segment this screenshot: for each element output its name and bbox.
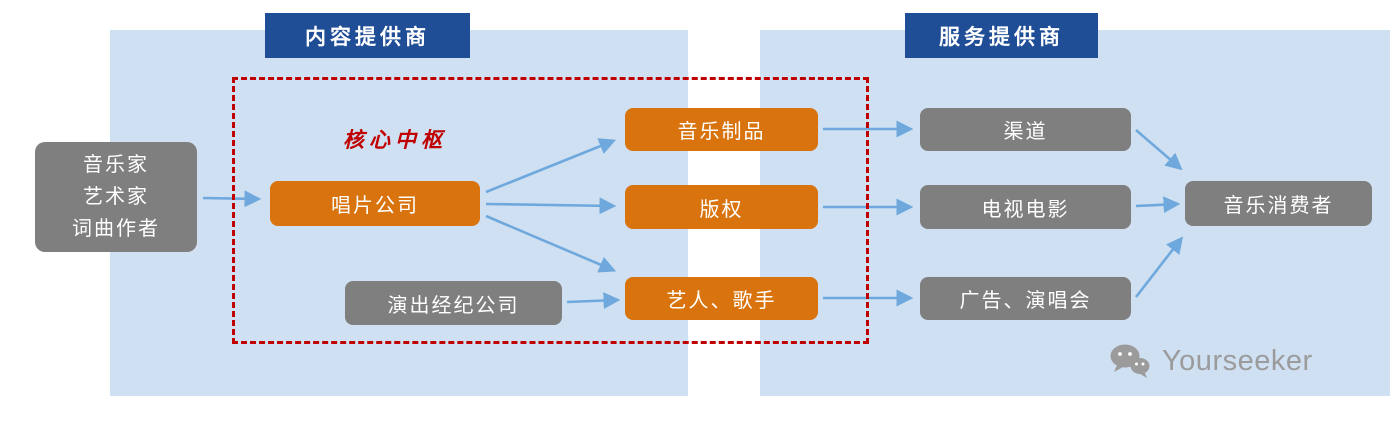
creators-line-3: 词曲作者 [72,218,160,240]
header-service-provider-label: 服务提供商 [939,25,1064,49]
core-hub-label: 核心中枢 [343,129,447,152]
node-record-company: 唱片公司 [270,181,480,226]
node-artists-singers: 艺人、歌手 [625,277,818,320]
node-ads-concerts: 广告、演唱会 [920,277,1131,320]
node-channels: 渠道 [920,108,1131,151]
node-music-consumers: 音乐消费者 [1185,181,1372,226]
watermark: Yourseeker [1108,342,1313,380]
header-content-provider-label: 内容提供商 [305,25,430,49]
header-content-provider: 内容提供商 [265,13,470,58]
wechat-icon [1108,342,1152,380]
node-music-products: 音乐制品 [625,108,818,151]
header-service-provider: 服务提供商 [905,13,1098,58]
creators-line-1: 音乐家 [83,154,149,176]
watermark-brand: Yourseeker [1162,344,1313,377]
core-dashed-frame [232,77,869,344]
node-performance-agency: 演出经纪公司 [345,281,562,325]
creators-line-2: 艺术家 [83,186,149,208]
node-tv-film: 电视电影 [920,185,1131,229]
node-creators: 音乐家 艺术家 词曲作者 [35,142,197,252]
node-copyright: 版权 [625,185,818,229]
